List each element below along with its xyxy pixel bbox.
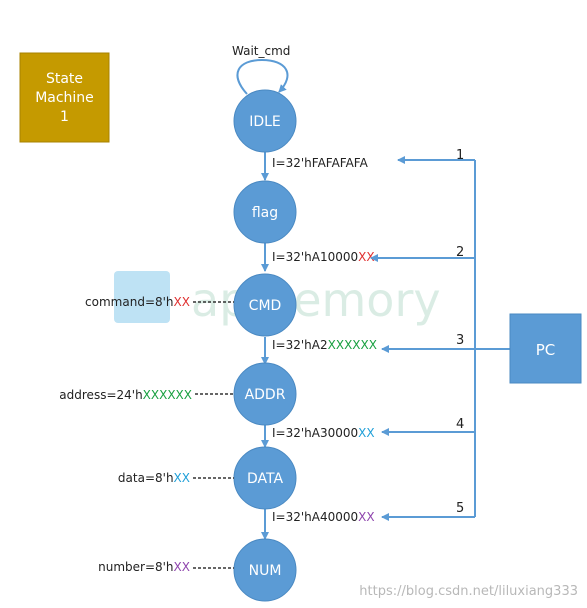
bus-number-5: 5 [456, 501, 464, 516]
state-nodes: IDLE flag CMD ADDR DATA NUM [233, 89, 297, 602]
output-command-prefix: command=8'h [85, 295, 174, 309]
output-label-data: data=8'hXX [118, 471, 190, 485]
transition-label-2: I=32'hA10000XX [272, 250, 375, 264]
state-data-label: DATA [247, 471, 283, 487]
transition-5-prefix: I=32'hA40000 [272, 510, 358, 524]
state-addr: ADDR [233, 362, 297, 426]
state-num-label: NUM [249, 563, 282, 579]
transition-label-5: I=32'hA40000XX [272, 510, 375, 524]
output-label-address: address=24'hXXXXXX [59, 388, 192, 402]
transition-5-suffix: XX [358, 510, 374, 524]
source-url: https://blog.csdn.net/liluxiang333 [359, 584, 578, 599]
transition-3-prefix: I=32'hA2 [272, 338, 328, 352]
bus-number-4: 4 [456, 417, 464, 432]
self-loop-arrow [236, 58, 289, 95]
bus-number-1: 1 [456, 148, 464, 163]
transition-1-prefix: I=32'hFAFAFAFA [272, 156, 369, 170]
output-label-command: command=8'hXX [85, 295, 190, 309]
pc-bus: 1 2 3 4 5 PC [370, 148, 582, 521]
watermark-text: apmemory [191, 273, 441, 327]
watermark-logo-icon [114, 271, 170, 323]
state-idle: IDLE [233, 89, 297, 153]
output-labels: command=8'hXX address=24'hXXXXXX data=8'… [59, 295, 234, 574]
bus-number-3: 3 [456, 333, 464, 348]
output-data-prefix: data=8'h [118, 471, 174, 485]
state-flag-label: flag [252, 205, 278, 221]
state-num: NUM [233, 538, 297, 602]
pc-box [509, 313, 582, 384]
output-number-prefix: number=8'h [98, 560, 173, 574]
pc-label: PC [536, 341, 556, 359]
state-machine-line-2: Machine [35, 90, 94, 106]
state-idle-label: IDLE [249, 114, 281, 130]
state-cmd-label: CMD [249, 298, 282, 314]
state-machine-line-1: State [46, 71, 83, 87]
transition-label-3: I=32'hA2XXXXXX [272, 338, 377, 352]
state-machine-box: State Machine 1 [19, 52, 110, 143]
transition-4-suffix: XX [358, 426, 374, 440]
state-cmd: CMD [233, 273, 297, 337]
transition-label-1: I=32'hFAFAFAFA [272, 156, 369, 170]
state-addr-label: ADDR [245, 387, 286, 403]
bus-number-2: 2 [456, 245, 464, 260]
transition-2-prefix: I=32'hA10000 [272, 250, 358, 264]
transition-3-suffix: XXXXXX [328, 338, 377, 352]
state-flag: flag [233, 180, 297, 244]
output-address-prefix: address=24'h [59, 388, 142, 402]
transition-label-4: I=32'hA30000XX [272, 426, 375, 440]
output-number-suffix: XX [174, 560, 190, 574]
watermark: apmemory [114, 271, 441, 327]
output-data-suffix: XX [174, 471, 190, 485]
self-loop-label: Wait_cmd [232, 44, 290, 58]
state-machine-line-3: 1 [60, 109, 69, 125]
state-data: DATA [233, 446, 297, 510]
output-label-number: number=8'hXX [98, 560, 190, 574]
transition-4-prefix: I=32'hA30000 [272, 426, 358, 440]
self-loop: Wait_cmd [232, 44, 290, 95]
output-address-suffix: XXXXXX [143, 388, 192, 402]
output-command-suffix: XX [174, 295, 190, 309]
